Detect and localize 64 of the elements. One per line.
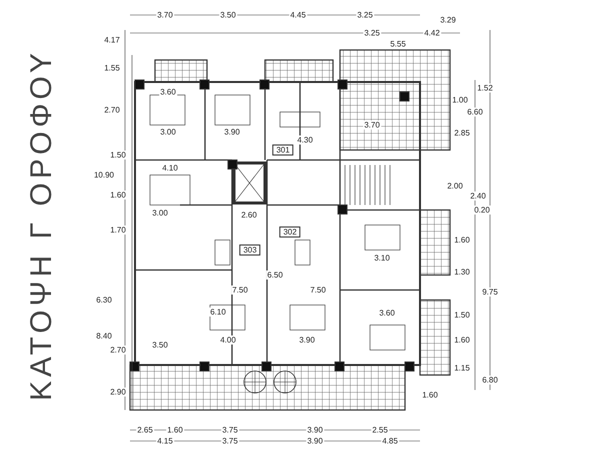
dimension-text: 3.50: [151, 340, 169, 350]
dimension-text: 3.70: [363, 120, 381, 130]
dimension-text: 2.70: [103, 106, 121, 114]
dimension-text: 9.75: [481, 288, 499, 296]
dimension-text: 4.10: [161, 164, 179, 172]
dimension-text: 3.75: [221, 426, 239, 434]
dimension-text: 3.10: [373, 254, 391, 262]
dimension-text: 7.50: [231, 286, 249, 294]
dimension-text: 3.60: [159, 88, 177, 96]
dimension-text: 4.30: [296, 136, 314, 144]
dimension-text: 5.55: [389, 40, 407, 48]
dimension-text: 2.00: [446, 182, 464, 190]
dimension-text: 3.90: [298, 336, 316, 344]
dimension-text: 7.50: [309, 286, 327, 294]
dimension-text: 1.60: [109, 190, 127, 200]
dimension-text: 3.75: [221, 436, 239, 446]
dimension-text: 1.15: [453, 364, 471, 372]
dimension-text: 10.90: [92, 170, 116, 180]
apartment-number: 303: [239, 244, 261, 256]
dimension-text: 1.52: [476, 84, 494, 92]
dimension-text: 6.30: [95, 296, 113, 304]
dimension-text: 6.60: [466, 108, 484, 116]
dimension-text: 2.60: [240, 210, 258, 220]
dimension-text: 1.70: [109, 226, 127, 234]
dimension-text: 3.00: [159, 128, 177, 136]
dimension-text: 3.60: [378, 308, 396, 318]
dimension-text: 2.55: [371, 426, 389, 434]
dimension-text: 2.70: [109, 346, 127, 354]
dimension-text: 3.70: [156, 10, 174, 20]
apartment-number: 302: [279, 226, 301, 238]
dimension-text: 3.00: [151, 208, 169, 218]
dimension-text: 1.60: [453, 336, 471, 344]
dimension-text: 3.25: [363, 28, 381, 38]
dimension-text: 3.50: [219, 10, 237, 20]
dimension-text: 1.60: [453, 236, 471, 244]
dimension-text: 4.15: [156, 436, 174, 446]
dimension-text: 3.90: [306, 436, 324, 446]
dimension-text: 2.65: [136, 426, 154, 434]
dimension-text: 4.17: [103, 36, 121, 44]
dimension-text: 3.25: [356, 10, 374, 20]
dimension-text: 2.40: [469, 192, 487, 200]
dimension-text: 2.90: [109, 388, 127, 396]
dimension-text: 6.10: [209, 308, 227, 316]
dimension-text: 4.85: [381, 436, 399, 446]
dimension-text: 4.00: [219, 336, 237, 344]
dimension-text: 1.60: [166, 426, 184, 434]
dimension-text: 3.90: [306, 426, 324, 434]
dimension-text: 3.90: [223, 128, 241, 136]
plan-title: ΚΑΤΟΨΗ Γ ΟΡΟΦΟΥ: [25, 49, 59, 401]
dimension-text: 1.50: [453, 310, 471, 320]
dimension-text: 4.45: [289, 10, 307, 20]
dimension-text: 4.42: [423, 28, 441, 38]
dimension-text: 1.50: [109, 150, 127, 160]
dimension-text: 6.50: [266, 270, 284, 280]
dimension-text: 1.30: [453, 268, 471, 276]
dimension-text: 0.20: [473, 206, 491, 214]
dimension-text: 1.00: [451, 96, 469, 104]
dimension-text: 1.55: [103, 64, 121, 72]
dimension-text: 8.40: [95, 332, 113, 340]
apartment-number: 301: [272, 144, 294, 156]
dimension-text: 1.60: [421, 390, 439, 400]
dimension-text: 3.29: [439, 16, 457, 24]
dimension-text: 6.80: [481, 376, 499, 384]
dimension-text: 2.85: [453, 128, 471, 138]
